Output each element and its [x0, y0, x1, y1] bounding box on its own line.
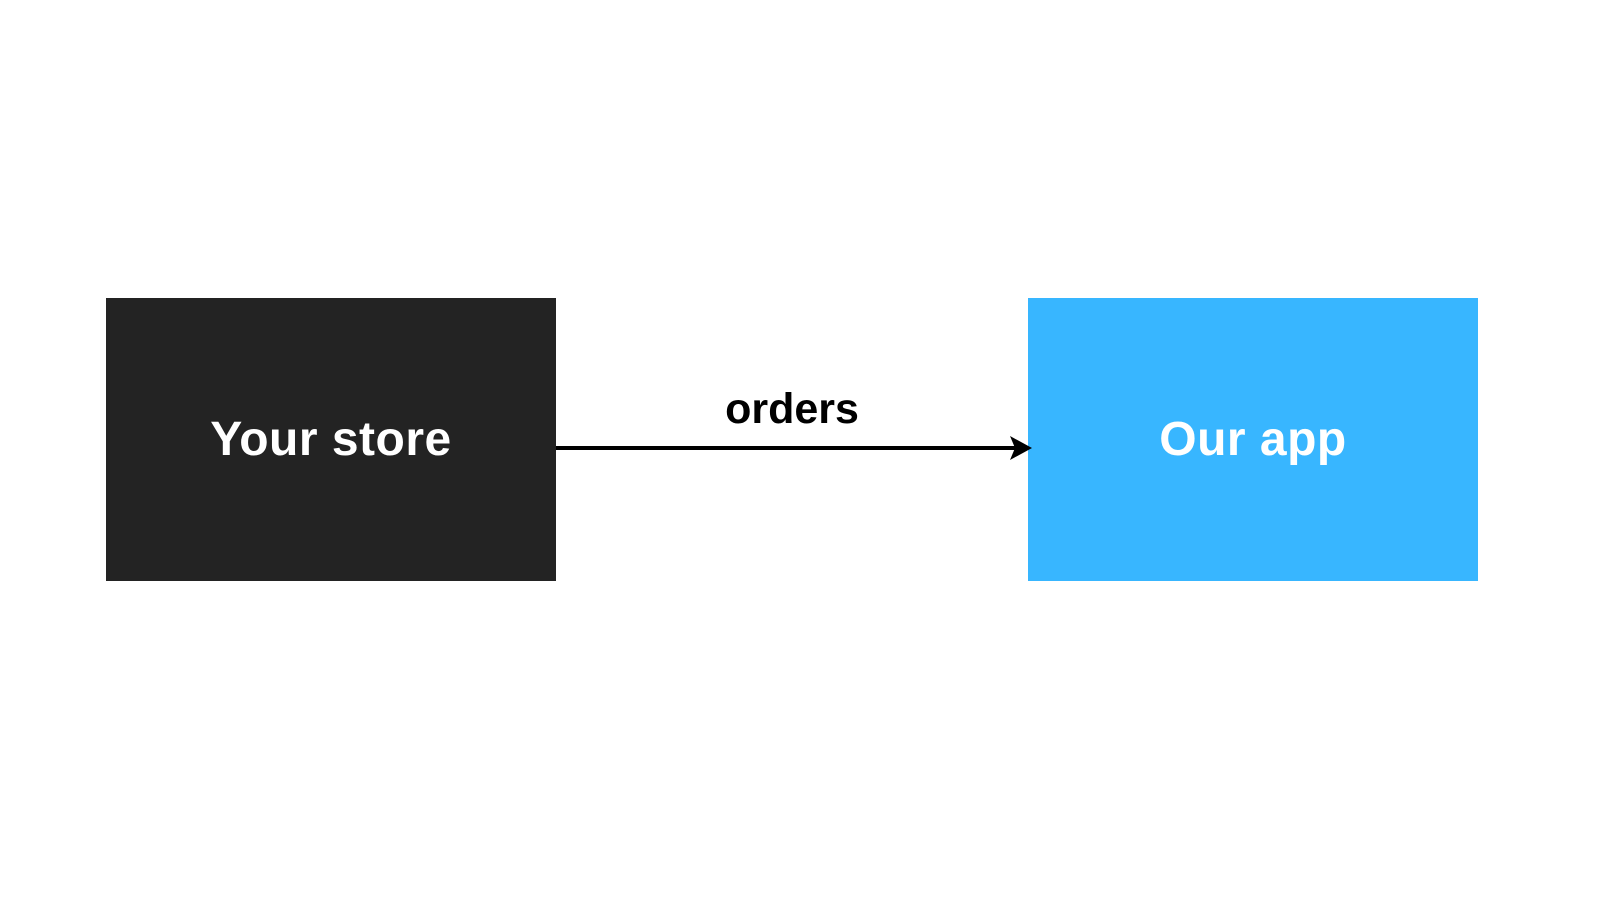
- node-our-app-label: Our app: [1159, 412, 1347, 466]
- arrowhead-icon: [1010, 436, 1032, 460]
- node-your-store-label: Your store: [210, 412, 452, 466]
- orders-arrow: [556, 436, 1032, 460]
- node-our-app: Our app: [1028, 298, 1478, 581]
- edge-label-orders: orders: [725, 385, 859, 433]
- node-your-store: Your store: [106, 298, 556, 581]
